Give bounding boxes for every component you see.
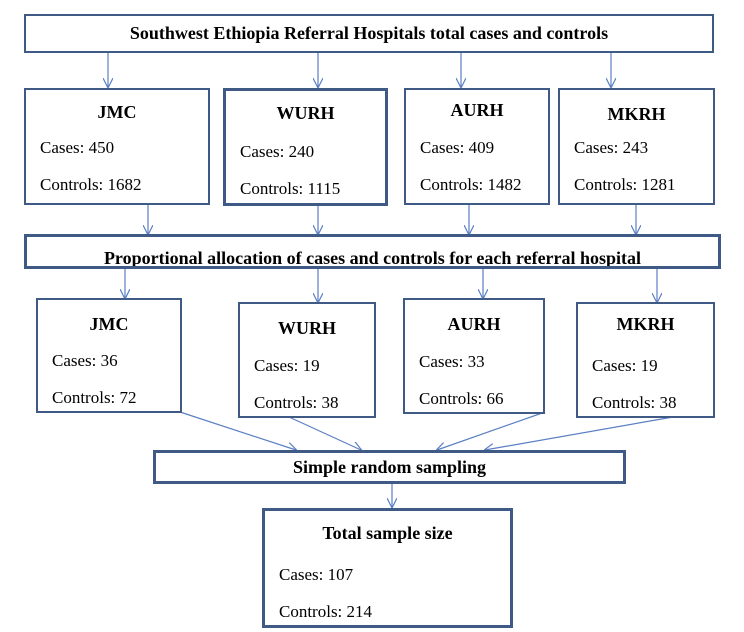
controls-count: Controls: 72 bbox=[52, 388, 137, 407]
hospital-name: AURH bbox=[447, 314, 501, 334]
cases-count: Cases: 19 bbox=[592, 356, 658, 375]
hospital-total-box-wurh: WURH Cases: 240 Controls: 1115 bbox=[223, 88, 388, 206]
cases-count: Cases: 33 bbox=[419, 352, 485, 371]
total-controls: Controls: 214 bbox=[279, 602, 373, 621]
hospital-total-box-mkrh: MKRH Cases: 243 Controls: 1281 bbox=[558, 88, 715, 205]
hospital-total-box-jmc: JMC Cases: 450 Controls: 1682 bbox=[24, 88, 210, 205]
sampling-banner-text: Simple random sampling bbox=[292, 456, 487, 477]
total-cases: Cases: 107 bbox=[279, 565, 354, 584]
cases-count: Cases: 243 bbox=[574, 138, 649, 157]
controls-count: Controls: 1482 bbox=[420, 175, 522, 194]
controls-count: Controls: 1682 bbox=[40, 175, 142, 194]
arrow-jmc-sampling bbox=[179, 411, 296, 450]
allocation-banner-text: Proportional allocation of cases and con… bbox=[103, 248, 642, 268]
cases-count: Cases: 19 bbox=[254, 356, 320, 375]
total-title: Total sample size bbox=[322, 523, 453, 543]
hospital-name: MKRH bbox=[607, 104, 666, 124]
hospital-name: MKRH bbox=[616, 314, 675, 334]
arrow-wurh-sampling bbox=[288, 416, 361, 450]
cases-count: Cases: 36 bbox=[52, 351, 118, 370]
top-banner: Southwest Ethiopia Referral Hospitals to… bbox=[24, 14, 714, 53]
allocation-banner: Proportional allocation of cases and con… bbox=[24, 234, 721, 269]
hospital-sample-box-aurh: AURH Cases: 33 Controls: 66 bbox=[403, 298, 545, 414]
hospital-sample-box-mkrh: MKRH Cases: 19 Controls: 38 bbox=[576, 302, 715, 418]
controls-count: Controls: 38 bbox=[592, 393, 677, 412]
hospital-name: WURH bbox=[276, 103, 335, 123]
cases-count: Cases: 240 bbox=[240, 142, 315, 161]
controls-count: Controls: 66 bbox=[419, 389, 504, 408]
cases-count: Cases: 450 bbox=[40, 138, 115, 157]
hospital-name: AURH bbox=[450, 100, 504, 120]
arrow-mkrh-sampling bbox=[485, 416, 674, 450]
hospital-name: JMC bbox=[97, 102, 137, 122]
hospital-sample-box-wurh: WURH Cases: 19 Controls: 38 bbox=[238, 302, 376, 418]
controls-count: Controls: 38 bbox=[254, 393, 339, 412]
hospital-sample-box-jmc: JMC Cases: 36 Controls: 72 bbox=[36, 298, 182, 413]
controls-count: Controls: 1115 bbox=[240, 179, 341, 198]
hospital-name: JMC bbox=[89, 314, 129, 334]
top-banner-text: Southwest Ethiopia Referral Hospitals to… bbox=[129, 23, 609, 43]
arrow-aurh-sampling bbox=[437, 411, 546, 450]
hospital-total-box-aurh: AURH Cases: 409 Controls: 1482 bbox=[404, 88, 550, 205]
cases-count: Cases: 409 bbox=[420, 138, 495, 157]
hospital-name: WURH bbox=[278, 318, 336, 338]
sampling-banner: Simple random sampling bbox=[153, 450, 626, 484]
controls-count: Controls: 1281 bbox=[574, 175, 676, 194]
total-sample-box: Total sample size Cases: 107 Controls: 2… bbox=[262, 508, 513, 628]
